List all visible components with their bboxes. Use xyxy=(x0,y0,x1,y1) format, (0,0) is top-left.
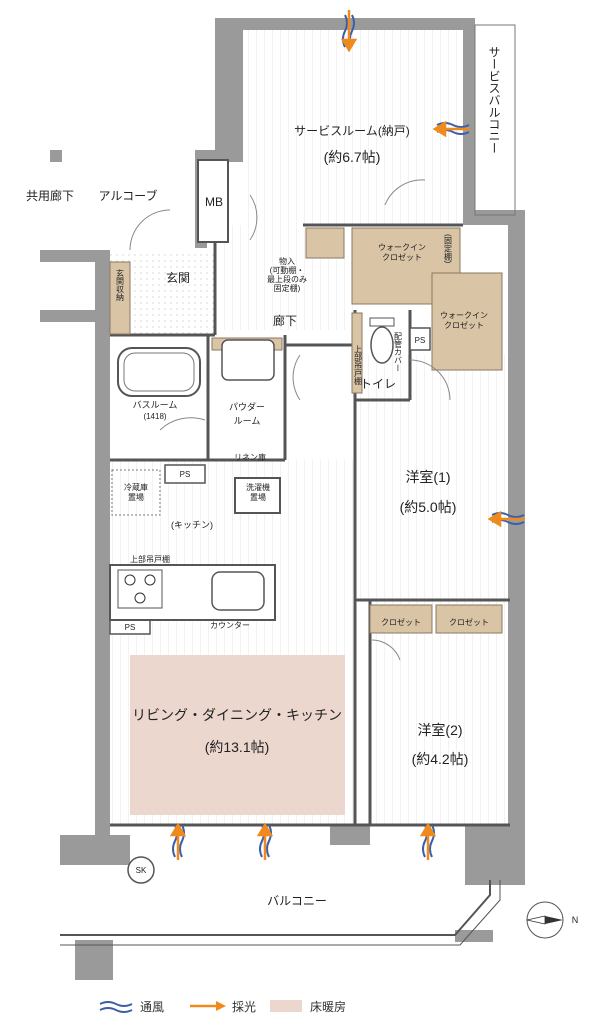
upper-cabinet-kitchen-label: 上部吊戸棚 xyxy=(130,554,170,564)
compass-label: N xyxy=(572,915,579,925)
washer-line-1: 洗濯機 xyxy=(246,482,270,492)
upper-cabinet-toilet xyxy=(351,312,363,394)
western-2-name: 洋室(2) xyxy=(417,722,462,738)
sk-circle xyxy=(127,856,155,884)
service-room-size: (約6.7帖) xyxy=(324,149,381,165)
entrance-storage-label: 玄関収納 xyxy=(116,268,125,302)
walk-in-2-line-1: ウォークイン xyxy=(440,311,488,320)
ldk-size: (約13.1帖) xyxy=(205,739,270,755)
service-balcony-outline xyxy=(474,24,516,216)
closet-a-label: クロゼット xyxy=(381,617,421,627)
counter-label: カウンター xyxy=(210,621,250,630)
upper-cabinet-toilet-label: 上部吊戸棚 xyxy=(354,345,363,386)
kitchen-sink xyxy=(211,571,265,611)
stove-icon xyxy=(117,569,163,609)
balcony-outline xyxy=(60,880,491,936)
service-room-floor xyxy=(243,30,465,225)
closet-b xyxy=(435,604,503,634)
legend-floor-heating-icon xyxy=(270,1000,302,1012)
ps-toilet-box xyxy=(409,327,431,351)
ps-counter-label: PS xyxy=(125,623,136,632)
ps-kitchen-label: PS xyxy=(180,470,191,479)
bathtub xyxy=(117,347,201,397)
western-1-name: 洋室(1) xyxy=(405,469,450,485)
entrance-storage xyxy=(109,261,131,335)
walk-in-2-line-2: クロゼット xyxy=(444,320,484,330)
legend-floor-heating-label: 床暖房 xyxy=(310,999,346,1014)
ps-kitchen-box xyxy=(164,464,206,484)
closet-a xyxy=(369,604,433,634)
western-2-size: (約4.2帖) xyxy=(412,751,469,767)
compass-icon xyxy=(526,901,564,939)
powder-room-name: パウダー xyxy=(229,401,265,412)
hallway-label: 廊下 xyxy=(273,313,297,328)
powder-room-name-2: ルーム xyxy=(234,416,261,426)
legend-wind-label: 通風 xyxy=(140,1000,164,1014)
closet-b-label: クロゼット xyxy=(449,617,489,627)
fridge-line-1: 冷蔵庫 xyxy=(124,482,148,492)
western-1-size: (約5.0帖) xyxy=(400,499,457,515)
linen-label: リネン庫 xyxy=(234,452,266,462)
walk-in-1-note: (固定棚) xyxy=(444,234,453,264)
sk-label: SK xyxy=(136,866,147,875)
ps-toilet-label: PS xyxy=(415,336,426,345)
mb-label: MB xyxy=(205,195,223,209)
washer-line-2: 置場 xyxy=(250,492,266,502)
entrance-label: 玄関 xyxy=(166,270,190,285)
service-balcony-label: サービスバルコニー xyxy=(487,46,501,154)
fridge-line-2: 置場 xyxy=(128,492,144,502)
toilet-label: トイレ xyxy=(360,377,396,391)
legend: 通風 採光 床暖房 xyxy=(99,999,346,1014)
kitchen-label: (キッチン) xyxy=(171,520,213,530)
toilet-bowl xyxy=(370,326,394,364)
shelf-note-2: (可動棚・ xyxy=(270,265,305,275)
walk-in-1-line-1: ウォークイン xyxy=(378,243,426,252)
floor-heating-area xyxy=(130,655,345,815)
ldk-name: リビング・ダイニング・キッチン xyxy=(132,707,342,723)
bathroom-size: (1418) xyxy=(143,412,166,421)
mb-box xyxy=(197,159,229,243)
common-corridor-label: 共用廊下 xyxy=(26,188,74,203)
walk-in-closet-2 xyxy=(431,272,503,371)
walk-in-1-line-2: クロゼット xyxy=(382,252,422,262)
storage-shelf xyxy=(305,227,345,259)
door-swings xyxy=(129,179,451,661)
pipe-cover-label: 配管カバー xyxy=(394,332,403,372)
washer-area xyxy=(234,477,281,514)
powder-sink xyxy=(221,339,275,381)
shelf-note-1: 物入 xyxy=(279,256,295,266)
western-1-floor xyxy=(355,355,510,600)
fridge-area xyxy=(111,469,161,516)
legend-wind-icon xyxy=(99,1001,133,1007)
shelf-note-4: 固定棚) xyxy=(274,283,301,293)
toilet-tank xyxy=(369,317,395,327)
western-2-floor xyxy=(370,600,510,825)
service-room-name: サービスルーム(納戸) xyxy=(294,124,410,138)
light-arrow-icon xyxy=(169,10,525,860)
legend-light-label: 採光 xyxy=(232,1000,256,1014)
bathroom-name: バスルーム xyxy=(133,400,178,410)
balcony-label: バルコニー xyxy=(267,894,327,908)
alcove-label: アルコーブ xyxy=(99,188,158,203)
shelf-note-3: 最上段のみ xyxy=(267,274,307,284)
